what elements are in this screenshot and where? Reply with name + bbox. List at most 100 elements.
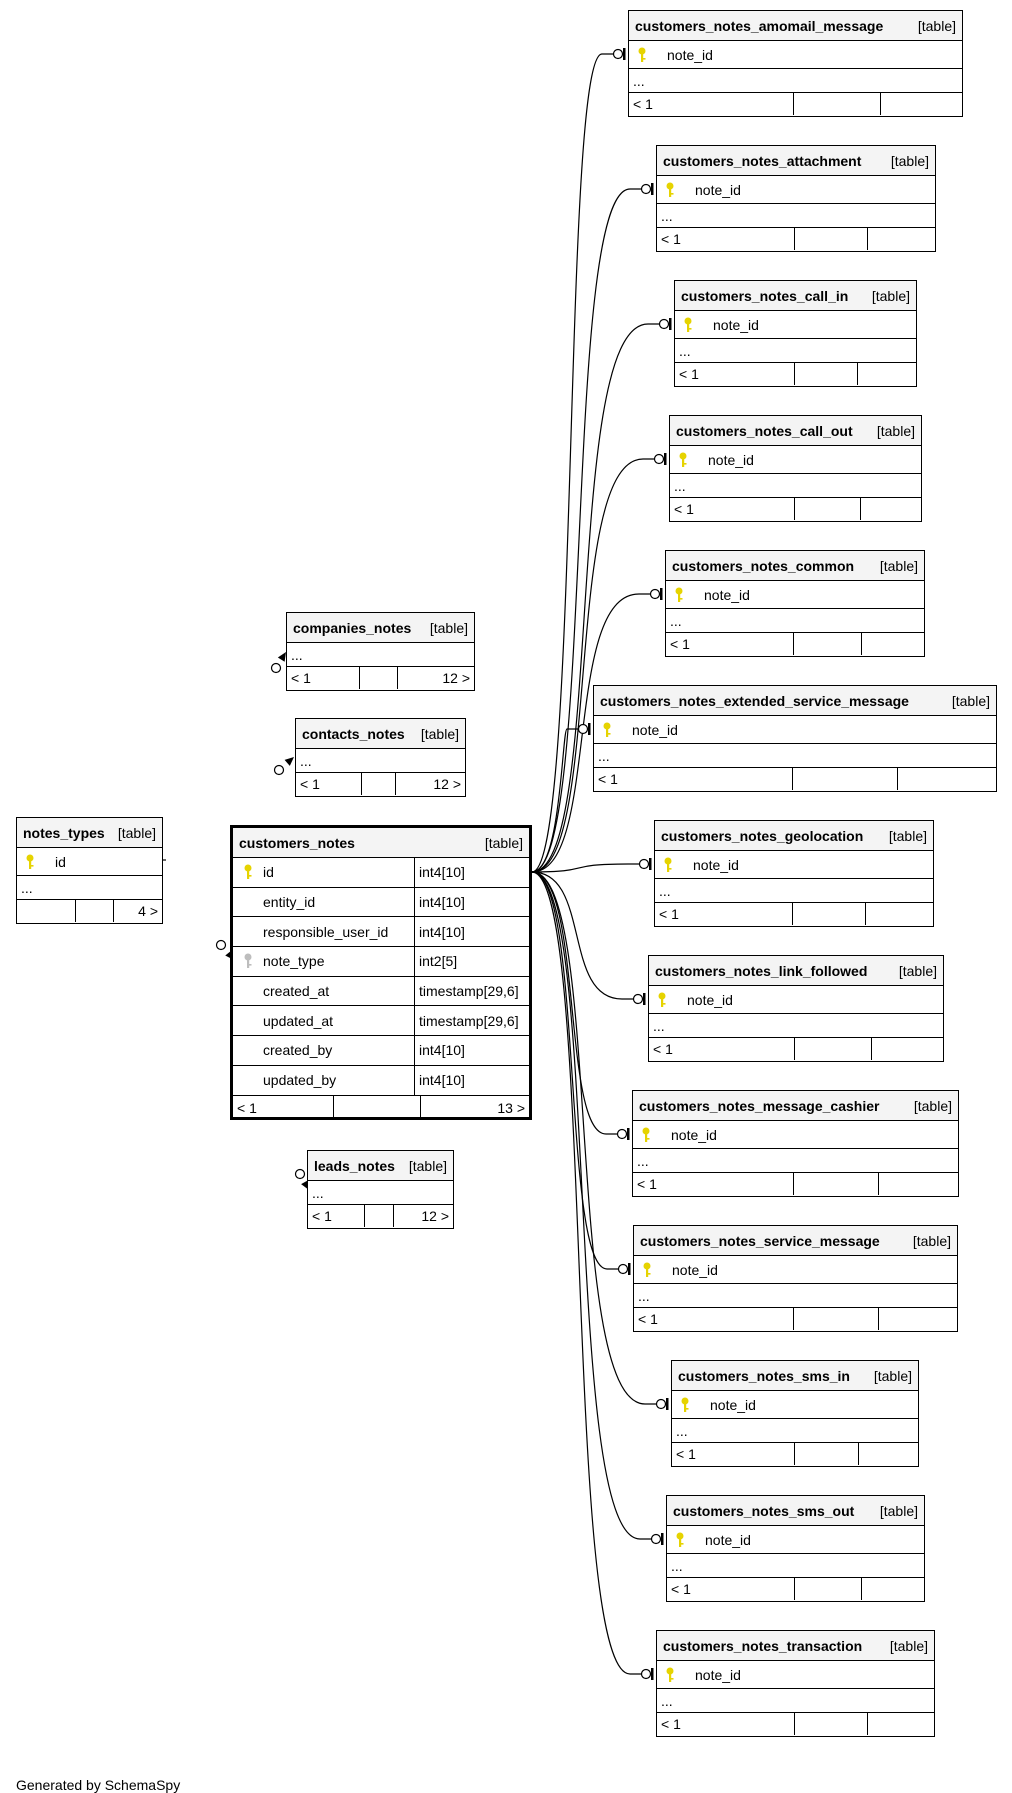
table-customers-notes-amomail-message[interactable]: customers_notes_amomail_message[table]no… [628, 10, 963, 117]
zero-cardinality-circle [294, 1168, 306, 1180]
primary-key-icon [658, 992, 666, 1007]
footer-cell [792, 768, 897, 790]
one-cardinality-bar [651, 1668, 654, 1680]
column-name: note_type [263, 953, 325, 970]
column-type: int4[10] [414, 1036, 529, 1065]
table-customers-notes-attachment[interactable]: customers_notes_attachment[table]note_id… [656, 145, 936, 252]
more-columns-row: ... [17, 876, 162, 900]
column-row: note_id [675, 311, 916, 339]
fk-edge [531, 863, 646, 873]
table-footer: 4 > [17, 900, 162, 922]
more-columns-row: ... [670, 474, 921, 498]
fk-edge [531, 871, 648, 1675]
more-columns-row: ... [633, 1149, 958, 1173]
column-type: int4[10] [414, 858, 529, 887]
table-header: customers_notes_call_out[table] [670, 416, 921, 446]
column-name: note_id [667, 46, 713, 63]
table-name: notes_types [23, 824, 105, 841]
table-customers-notes-geolocation[interactable]: customers_notes_geolocation[table]note_i… [654, 820, 934, 927]
column-name: created_by [263, 1042, 333, 1059]
ellipsis: ... [671, 1557, 683, 1574]
footer-cell [794, 363, 857, 385]
table-footer: < 1 [629, 93, 962, 115]
footer-cell: < 1 [598, 771, 618, 787]
more-columns-row: ... [672, 1419, 918, 1443]
table-name: customers_notes_service_message [640, 1232, 880, 1249]
footer-cell [793, 93, 880, 115]
table-name: customers_notes_call_out [676, 422, 853, 439]
table-customers-notes-extended-service-message[interactable]: customers_notes_extended_service_message… [593, 685, 997, 792]
column-row: id [17, 848, 162, 876]
table-kind-label: [table] [117, 824, 156, 841]
ellipsis: ... [633, 72, 645, 89]
column-name: updated_at [263, 1012, 334, 1029]
ellipsis: ... [661, 207, 673, 224]
more-columns-row: ... [657, 1689, 934, 1713]
column-row: note_id [672, 1391, 918, 1419]
column-name: id [263, 864, 274, 881]
ellipsis: ... [312, 1184, 324, 1201]
table-header: contacts_notes [table] [296, 719, 465, 749]
table-customers-notes-sms-out[interactable]: customers_notes_sms_out[table]note_id...… [666, 1495, 925, 1602]
footer-cell [794, 1443, 858, 1465]
primary-key-icon [676, 1532, 684, 1547]
ellipsis: ... [659, 882, 671, 899]
zero-cardinality-circle [270, 662, 282, 674]
foreign-key-icon [244, 953, 252, 969]
footer-cell: < 1 [661, 1716, 681, 1732]
table-footer: < 1 [666, 633, 924, 655]
primary-key-icon [684, 317, 692, 332]
table-header: customers_notes_common[table] [666, 551, 924, 581]
table-customers-notes-transaction[interactable]: customers_notes_transaction[table]note_i… [656, 1630, 935, 1737]
footer-cell: < 1 [633, 96, 653, 112]
table-customers-notes-call-in[interactable]: customers_notes_call_in[table]note_id...… [674, 280, 917, 387]
more-columns-row: ... [667, 1554, 924, 1578]
footer-cell: < 1 [653, 1041, 673, 1057]
table-header: customers_notes_call_in[table] [675, 281, 916, 311]
table-header: customers_notes_geolocation[table] [655, 821, 933, 851]
table-customers-notes-common[interactable]: customers_notes_common[table]note_id...<… [665, 550, 925, 657]
table-customers-notes-message-cashier[interactable]: customers_notes_message_cashier[table]no… [632, 1090, 959, 1197]
column-name: created_at [263, 983, 330, 1000]
crow-foot-arrow [284, 757, 294, 766]
table-header: notes_types [table] [17, 818, 162, 848]
table-kind-label: [table] [889, 1637, 928, 1654]
table-customers-notes-service-message[interactable]: customers_notes_service_message[table]no… [633, 1225, 958, 1332]
table-kind-label: [table] [420, 725, 459, 742]
table-header: customers_notes[table] [233, 828, 529, 858]
table-footer: < 1 [594, 768, 996, 790]
ellipsis: ... [21, 879, 33, 896]
footer-cell: < 1 [300, 776, 320, 792]
fk-edge [531, 323, 666, 873]
footer-cell: 4 > [113, 900, 162, 922]
footer-cell [793, 633, 861, 655]
footer-cell [794, 1713, 867, 1735]
table-customers-notes-link-followed[interactable]: customers_notes_link_followed[table]note… [648, 955, 944, 1062]
column-name: responsible_user_id [263, 923, 389, 940]
column-name: note_id [695, 1666, 741, 1683]
table-footer: < 1 [634, 1308, 957, 1330]
primary-key-icon [681, 1397, 689, 1412]
table-customers-notes-sms-in[interactable]: customers_notes_sms_in[table]note_id...<… [671, 1360, 919, 1467]
ellipsis: ... [300, 752, 312, 769]
more-columns-row: ... [594, 744, 996, 768]
primary-key-icon [666, 1667, 674, 1682]
one-cardinality-bar [623, 48, 626, 60]
table-footer: < 1 [667, 1578, 924, 1600]
more-columns-row: ... [308, 1181, 453, 1205]
table-header: customers_notes_message_cashier[table] [633, 1091, 958, 1121]
footer-cell [880, 93, 962, 115]
column-row: note_id [594, 716, 996, 744]
table-notes-types[interactable]: notes_types [table] id... 4 > [16, 817, 163, 924]
footer-cell [857, 363, 916, 385]
column-type: timestamp[29,6] [414, 976, 529, 1006]
table-name: contacts_notes [302, 725, 405, 742]
table-customers-notes-call-out[interactable]: customers_notes_call_out[table]note_id..… [669, 415, 922, 522]
